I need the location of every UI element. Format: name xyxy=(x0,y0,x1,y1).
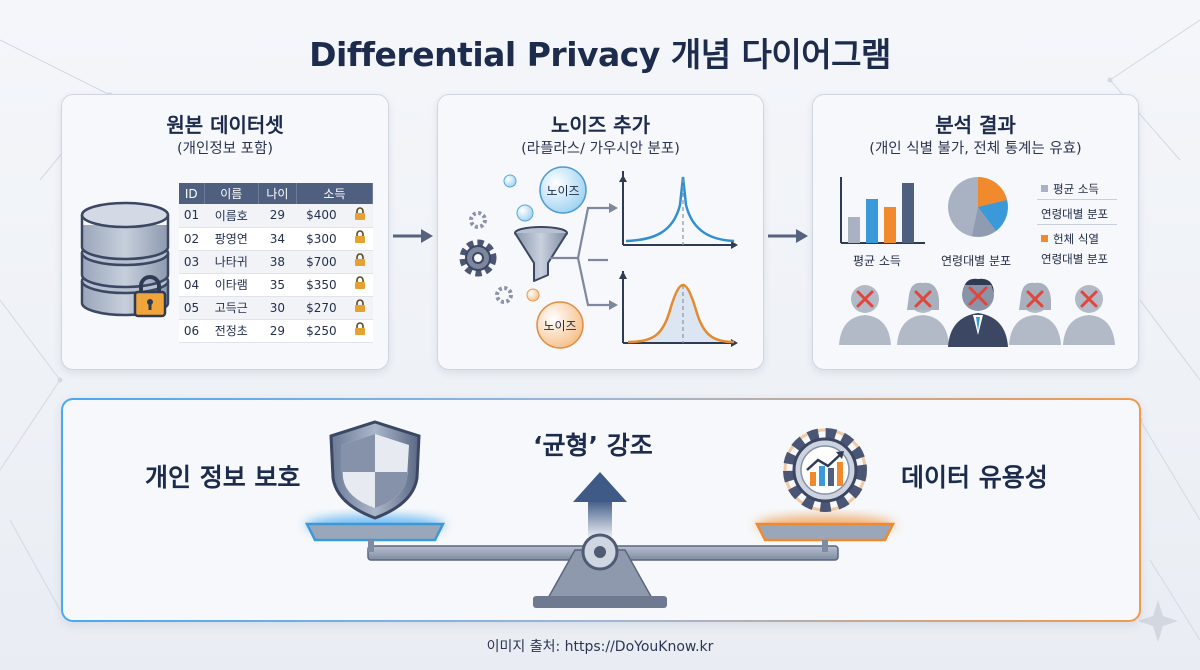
privacy-protection-label: 개인 정보 보호 xyxy=(145,463,301,492)
dataset-table: ID 이름 나이 소득 01 이름호 29 $400 02 팡영연 34 $30… xyxy=(179,183,374,343)
cell-name: 전정초 xyxy=(204,319,259,343)
noise-bubble-label-bottom: 노이즈 xyxy=(543,319,577,333)
analysis-result-subtitle: (개인 식별 불가, 전체 통계는 유효) xyxy=(869,141,1082,157)
up-arrow-icon xyxy=(573,472,627,540)
legend-label: 헌체 식열 xyxy=(1053,232,1099,246)
database-icon xyxy=(80,201,170,317)
column-header-id: ID xyxy=(179,183,205,204)
legend-divider xyxy=(1037,224,1117,225)
analysis-result-title: 분석 결과 xyxy=(935,113,1016,137)
legend-label: 평균 소득 xyxy=(1053,182,1099,196)
lock-icon xyxy=(346,319,373,343)
noise-panel: 노이즈 추가 (라플라스/ 가우시안 분포) xyxy=(437,94,764,370)
gear-chart-icon xyxy=(783,428,867,512)
lock-icon xyxy=(346,273,373,297)
gear-icon xyxy=(495,286,513,304)
noise-illustration xyxy=(459,166,738,349)
cell-income: $400 xyxy=(296,204,347,228)
result-graphics xyxy=(839,177,1115,347)
flow-arrow-icon xyxy=(768,229,808,243)
cell-id: 03 xyxy=(179,250,205,274)
cell-id: 04 xyxy=(179,273,205,297)
laplace-distribution-chart xyxy=(619,171,738,249)
gear-icon xyxy=(459,239,497,277)
cell-name: 팡영연 xyxy=(204,227,259,251)
noise-bubble-orange xyxy=(536,301,584,349)
cell-age: 30 xyxy=(258,296,297,320)
diagram-title: Differential Privacy 개념 다이어그램 xyxy=(309,35,891,74)
cell-name: 이름호 xyxy=(204,204,259,228)
balance-emphasis-label: ‘균형’ 강조 xyxy=(533,431,653,460)
table-row: 03 나타귀 38 $700 xyxy=(179,250,373,274)
cell-age: 29 xyxy=(258,319,297,343)
lock-icon xyxy=(346,204,373,228)
noise-bubble-label-top: 노이즈 xyxy=(546,184,580,198)
cell-age: 38 xyxy=(258,250,297,274)
balance-panel: 개인 정보 보호 ‘균형’ 강조 데이터 유용성 xyxy=(61,398,1141,622)
legend-label: 연령대별 분포 xyxy=(1041,252,1109,266)
image-source-footer: 이미지 출처: https://DoYouKnow.kr xyxy=(486,639,714,655)
table-row: 02 팡영연 34 $300 xyxy=(179,227,373,251)
table-row: 01 이름호 29 $400 xyxy=(179,204,373,228)
padlock-icon xyxy=(133,275,167,318)
pie-chart-label: 연령대별 분포 xyxy=(941,254,1012,268)
column-header-income: 소득 xyxy=(296,183,374,204)
bar-chart-label: 평균 소득 xyxy=(853,254,901,268)
shield-icon xyxy=(329,420,421,520)
legend-item: 연령대별 분포 xyxy=(1041,251,1108,267)
gear-icon xyxy=(469,211,487,229)
cell-name: 나타귀 xyxy=(204,250,259,274)
funnel-icon xyxy=(514,226,568,282)
cell-age: 34 xyxy=(258,227,297,251)
noise-bubble-blue xyxy=(539,166,587,214)
cell-name: 고득근 xyxy=(204,296,259,320)
analysis-result-panel: 분석 결과 (개인 식별 불가, 전체 통계는 유효) xyxy=(812,94,1139,370)
table-row: 05 고득근 30 $270 xyxy=(179,296,373,320)
lock-icon xyxy=(346,227,373,251)
cell-id: 02 xyxy=(179,227,205,251)
legend-divider xyxy=(1037,199,1117,200)
original-dataset-panel: 원본 데이터셋 (개인정보 포함) ID 이름 나이 소득 xyxy=(61,94,389,370)
noise-title: 노이즈 추가 xyxy=(551,113,650,137)
cell-age: 29 xyxy=(258,204,297,228)
anonymized-people xyxy=(839,278,1115,347)
balance-scale-illustration xyxy=(304,420,896,608)
legend-item: 연령대별 분포 xyxy=(1041,206,1108,222)
data-utility-label: 데이터 유용성 xyxy=(901,463,1048,492)
legend-label: 연령대별 분포 xyxy=(1041,207,1109,221)
column-header-age: 나이 xyxy=(258,183,297,204)
cell-id: 01 xyxy=(179,204,205,228)
legend-item: 평균 소득 xyxy=(1041,181,1099,197)
lock-icon xyxy=(346,250,373,274)
cell-income: $350 xyxy=(296,273,347,297)
cell-name: 이타램 xyxy=(204,273,259,297)
noise-subtitle: (라플라스/ 가우시안 분포) xyxy=(521,141,680,157)
original-dataset-subtitle: (개인정보 포함) xyxy=(177,141,273,157)
legend-item: 헌체 식열 xyxy=(1041,231,1099,247)
table-row: 04 이타램 35 $350 xyxy=(179,273,373,297)
original-dataset-title: 원본 데이터셋 xyxy=(166,113,284,137)
table-row: 06 전정초 29 $250 xyxy=(179,319,373,343)
cell-age: 35 xyxy=(258,273,297,297)
cell-income: $250 xyxy=(296,319,347,343)
cell-id: 05 xyxy=(179,296,205,320)
income-bar-chart xyxy=(840,177,925,244)
gaussian-distribution-chart xyxy=(619,271,738,347)
lock-icon xyxy=(346,296,373,320)
cell-id: 06 xyxy=(179,319,205,343)
cell-income: $700 xyxy=(296,250,347,274)
cell-income: $300 xyxy=(296,227,347,251)
age-pie-chart xyxy=(948,177,1008,237)
column-header-name: 이름 xyxy=(204,183,259,204)
table-header-row: ID 이름 나이 소득 xyxy=(179,183,374,204)
flow-arrow-icon xyxy=(393,229,433,243)
cell-income: $270 xyxy=(296,296,347,320)
